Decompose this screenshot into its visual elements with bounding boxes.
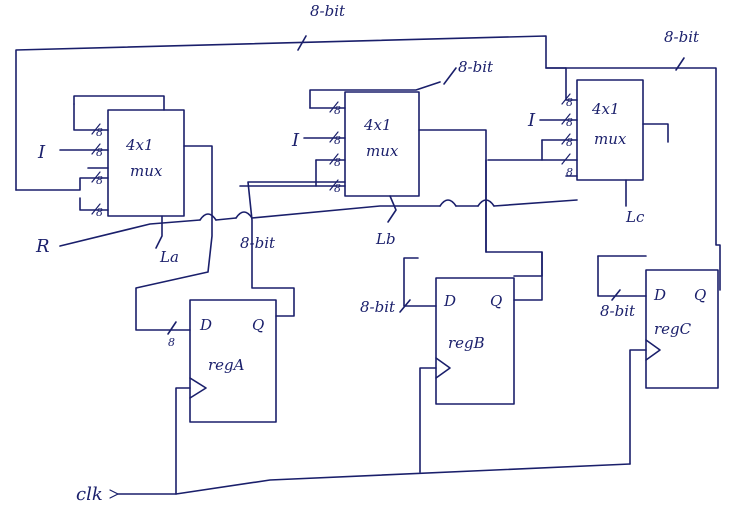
input-label-clk: clk xyxy=(76,484,103,505)
bus-to-mux-a-in3 xyxy=(15,177,109,191)
width-tick-mux-c-1: 8 xyxy=(566,96,573,109)
mux-b-inputs xyxy=(239,67,457,191)
r-input-line xyxy=(59,199,578,247)
width-tick-reg-a: 8 xyxy=(168,336,175,349)
mux-a-title: 4x1 xyxy=(125,136,154,154)
reg-c-name: regC xyxy=(654,320,692,338)
input-label-i-c: I xyxy=(527,110,536,131)
reg-b-clock-triangle xyxy=(435,357,451,379)
clk-line xyxy=(109,349,647,499)
width-tick-mux-a-2: 8 xyxy=(96,146,103,159)
width-tick-mux-b-3: 8 xyxy=(334,156,341,169)
reg-b-name: regB xyxy=(448,334,485,352)
mux-c-to-reg-c xyxy=(597,123,669,301)
mux-b-to-reg-b xyxy=(399,129,543,313)
bus-label-to-reg-c: 8-bit xyxy=(600,302,636,320)
width-tick-mux-c-4: 8 xyxy=(566,166,573,179)
mux-a-select-label: La xyxy=(159,248,179,266)
width-tick-mux-b-4: 8 xyxy=(334,182,341,195)
mux-a-to-reg-a xyxy=(135,145,213,335)
width-tick-mux-a-3: 8 xyxy=(96,174,103,187)
mux-a-inputs xyxy=(59,95,165,215)
mux-c-block xyxy=(576,79,644,181)
reg-a-name: regA xyxy=(208,356,245,374)
mux-c-inputs xyxy=(487,67,578,177)
mux-b-subtitle: mux xyxy=(366,142,399,160)
mux-b-select-label: Lb xyxy=(375,230,396,248)
reg-c-block xyxy=(645,269,719,389)
reg-c-clock-triangle xyxy=(645,339,661,361)
width-tick-mux-b-2: 8 xyxy=(334,134,341,147)
mux-c-select-label: Lc xyxy=(625,208,645,226)
bus-label-mux-b: 8-bit xyxy=(458,58,494,76)
reg-c-output-bus xyxy=(545,57,721,291)
reg-b-d-label: D xyxy=(443,292,456,310)
width-tick-mux-a-4: 8 xyxy=(96,206,103,219)
reg-c-q-label: Q xyxy=(694,286,706,304)
reg-a-q-feedback xyxy=(247,181,346,317)
mux-b-title: 4x1 xyxy=(363,116,392,134)
reg-c-d-label: D xyxy=(653,286,666,304)
reg-b-q-label: Q xyxy=(490,292,502,310)
reg-a-clock-triangle xyxy=(189,377,207,399)
mux-a-subtitle: mux xyxy=(130,162,163,180)
mux-b-block xyxy=(344,91,420,197)
mux-c-title: 4x1 xyxy=(591,100,620,118)
mux-c-subtitle: mux xyxy=(594,130,627,148)
width-tick-mux-b-1: 8 xyxy=(334,104,341,117)
bus-label-to-reg-b: 8-bit xyxy=(360,298,396,316)
width-tick-mux-c-2: 8 xyxy=(566,116,573,129)
width-tick-mux-a-1: 8 xyxy=(96,126,103,139)
reg-a-q-label: Q xyxy=(252,316,264,334)
bus-label-to-reg-a: 8-bit xyxy=(240,234,276,252)
input-label-i-b: I xyxy=(291,130,300,151)
width-tick-mux-c-3: 8 xyxy=(566,136,573,149)
mux-a-select-line xyxy=(155,215,163,249)
reg-b-block xyxy=(435,277,515,405)
reg-b-q-feedback xyxy=(485,159,543,301)
reg-a-block xyxy=(189,299,277,423)
reg-a-d-label: D xyxy=(199,316,212,334)
bus-label-top: 8-bit xyxy=(310,2,346,20)
mux-b-select-line xyxy=(387,195,397,223)
mux-a-block xyxy=(107,109,185,217)
bus-label-mux-c: 8-bit xyxy=(664,28,700,46)
input-label-r: R xyxy=(35,236,50,257)
input-label-i-a: I xyxy=(37,142,46,163)
